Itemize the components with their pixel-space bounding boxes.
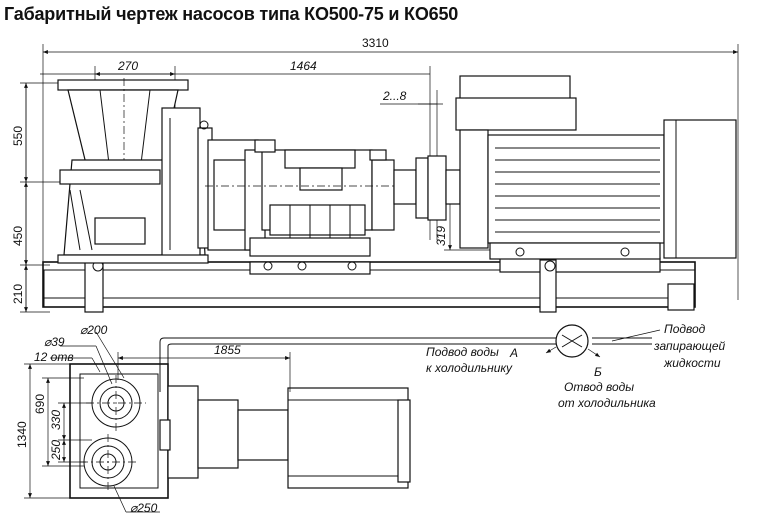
dim-1464: 1464 xyxy=(290,59,317,73)
base-frame xyxy=(42,257,696,313)
plan-dimension-lines xyxy=(24,331,291,513)
electric-motor xyxy=(455,75,737,260)
dim-1855: 1855 xyxy=(214,343,241,357)
note-seal-3: жидкости xyxy=(663,356,721,370)
note-water-out-1: Отвод воды xyxy=(564,380,634,394)
drawing-title: Габаритный чертеж насосов типа КО500-75 … xyxy=(4,4,459,24)
intermediate-unit xyxy=(207,139,395,271)
dim-holes-12: 12 отв xyxy=(34,350,74,364)
dim-3310: 3310 xyxy=(362,36,389,50)
note-water-out-2: от холодильника xyxy=(558,396,656,410)
dim-270: 270 xyxy=(117,59,138,73)
label-b: Б xyxy=(594,365,602,379)
cooler-symbol xyxy=(545,324,601,358)
label-a: А xyxy=(509,346,518,360)
pump-casing xyxy=(57,78,213,264)
note-seal-2: запирающей xyxy=(653,339,726,353)
seal-leader xyxy=(611,329,661,342)
left-dimension-lines xyxy=(20,82,70,313)
dim-1340: 1340 xyxy=(15,421,29,448)
cooling-pipe xyxy=(159,337,652,392)
plan-view xyxy=(69,363,411,499)
note-seal-1: Подвод xyxy=(664,322,706,336)
dim-319: 319 xyxy=(434,226,448,246)
dim-690: 690 xyxy=(33,394,47,414)
dim-250: 250 xyxy=(49,440,63,461)
dim-diam-250: ⌀250 xyxy=(130,501,158,515)
dim-550: 550 xyxy=(11,126,25,146)
note-water-in-1: Подвод воды xyxy=(426,345,499,359)
dim-450: 450 xyxy=(11,226,25,246)
coupling xyxy=(393,155,461,221)
dim-210: 210 xyxy=(11,284,25,304)
note-water-in-2: к холодильнику xyxy=(426,361,513,375)
dim-diam-39: ⌀39 xyxy=(44,335,65,349)
dim-330: 330 xyxy=(49,410,63,430)
dim-diam-200: ⌀200 xyxy=(80,323,108,337)
dim-2-8: 2...8 xyxy=(382,89,407,103)
